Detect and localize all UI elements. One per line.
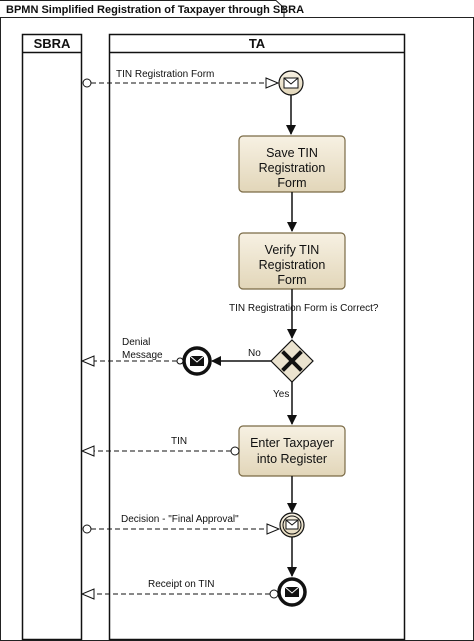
end-event-denial [182, 346, 212, 376]
message-flow-receipt: Receipt on TIN [82, 579, 279, 598]
flow-label-yes: Yes [273, 389, 289, 400]
task-verify-line1: Verify TIN [265, 243, 320, 257]
x-mark-icon [281, 350, 303, 372]
task-save-form: Save TIN Registration Form [238, 135, 346, 193]
intermediate-message-event [279, 512, 305, 538]
message-flow-denial: Denial Message [82, 337, 184, 364]
task-enter-line1: Enter Taxpayer [250, 436, 334, 450]
task-verify-form: Verify TIN Registration Form [238, 232, 346, 290]
end-event-receipt [277, 577, 307, 607]
message-label-denial-line2: Message [122, 350, 163, 361]
message-label-decision: Decision - "Final Approval" [121, 514, 239, 525]
task-save-line1: Save TIN [266, 146, 318, 160]
flow-label-no: No [248, 348, 261, 359]
envelope-icon [190, 356, 204, 366]
message-label-tin: TIN [171, 436, 187, 447]
gateway-question-label: TIN Registration Form is Correct? [229, 303, 379, 314]
envelope-icon [283, 77, 299, 89]
pool-ta: TA [108, 33, 406, 641]
task-verify-line3: Form [277, 273, 306, 287]
diagram-title-frame: BPMN Simplified Registration of Taxpayer… [0, 0, 304, 18]
message-label-denial-line1: Denial [122, 337, 150, 348]
message-flow-tin: TIN [82, 436, 240, 455]
pool-sbra-header: SBRA [34, 36, 71, 51]
task-enter-line2: into Register [257, 452, 327, 466]
task-save-line3: Form [277, 176, 306, 190]
start-message-event [278, 70, 304, 96]
task-verify-line2: Registration [259, 258, 326, 272]
pool-ta-header: TA [249, 36, 266, 51]
diagram-title: BPMN Simplified Registration of Taxpayer… [6, 4, 304, 16]
message-label-tin-form: TIN Registration Form [116, 69, 214, 80]
task-enter-taxpayer: Enter Taxpayer into Register [238, 425, 346, 477]
message-label-receipt: Receipt on TIN [148, 579, 215, 590]
envelope-icon [285, 587, 299, 597]
pool-sbra: SBRA [21, 33, 83, 641]
message-flow-decision: Decision - "Final Approval" [82, 514, 279, 533]
message-flow-tin-form: TIN Registration Form [82, 69, 278, 87]
task-save-line2: Registration [259, 161, 326, 175]
